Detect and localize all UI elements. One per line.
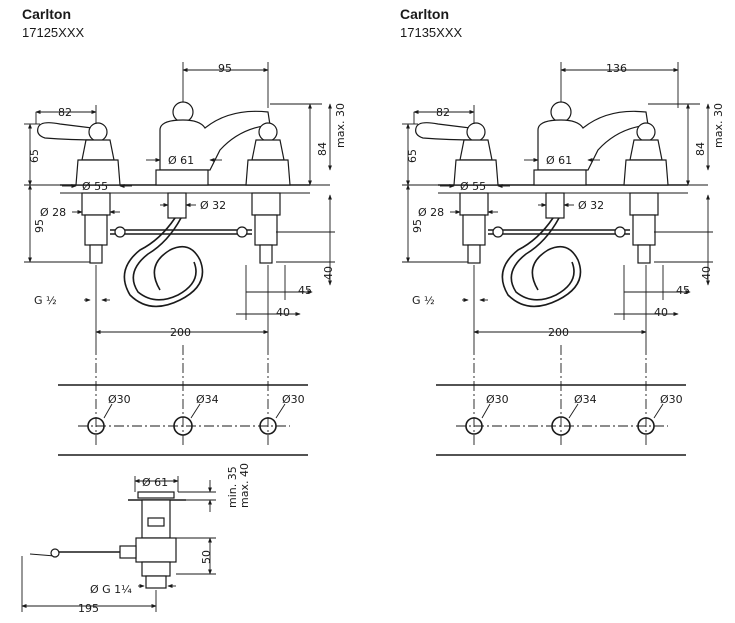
right-d55: Ø 55	[460, 180, 486, 193]
left-hole-1: Ø30	[108, 393, 131, 406]
left-thread: G ½	[34, 294, 57, 307]
left-max30: max. 30	[334, 103, 347, 148]
left-hole-2: Ø34	[196, 393, 219, 406]
right-h65: 65	[406, 149, 419, 163]
right-hole-1: Ø30	[486, 393, 509, 406]
left-spout-width-label: 95	[218, 62, 232, 75]
right-h95: 95	[411, 219, 424, 233]
right-spacing: 200	[548, 326, 569, 339]
drain-min35: min. 35	[226, 466, 239, 508]
right-w45: 45	[676, 284, 690, 297]
right-product-code: 17135XXX	[400, 25, 463, 40]
left-w40: 40	[276, 306, 290, 319]
left-d61: Ø 61	[168, 154, 194, 167]
left-d55: Ø 55	[82, 180, 108, 193]
right-h40: 40	[700, 266, 713, 280]
left-d32: Ø 32	[200, 199, 226, 212]
drain-max40: max. 40	[238, 463, 251, 508]
left-faucet-drawing	[24, 62, 335, 455]
left-h40: 40	[322, 266, 335, 280]
right-handle-dim: 82	[436, 106, 450, 119]
left-product-title: Carlton	[22, 6, 71, 22]
right-d32: Ø 32	[578, 199, 604, 212]
left-h65: 65	[28, 149, 41, 163]
right-hole-2: Ø34	[574, 393, 597, 406]
drain-thread: Ø G 1¼	[90, 583, 132, 596]
left-product-code: 17125XXX	[22, 25, 85, 40]
left-handle-dim: 82	[58, 106, 72, 119]
left-h95: 95	[33, 219, 46, 233]
right-d61: Ø 61	[546, 154, 572, 167]
drain-length: 195	[78, 602, 99, 615]
right-hole-3: Ø30	[660, 393, 683, 406]
right-thread: G ½	[412, 294, 435, 307]
right-h84: 84	[694, 142, 707, 156]
left-spacing: 200	[170, 326, 191, 339]
right-w40: 40	[654, 306, 668, 319]
left-dimension-labels: 95 82 65 95 Ø 61 Ø 55 Ø 28 Ø 32 84 max. …	[28, 62, 347, 406]
right-dimension-labels: 136 82 65 95 Ø 61 Ø 55 Ø 28 Ø 32 84 max.…	[406, 62, 725, 406]
right-d28: Ø 28	[418, 206, 444, 219]
right-spout-width-label: 136	[606, 62, 627, 75]
left-d28: Ø 28	[40, 206, 66, 219]
right-max30: max. 30	[712, 103, 725, 148]
drain-drawing: Ø 61 min. 35 max. 40 50 Ø G 1¼ 195	[21, 463, 251, 615]
left-w45: 45	[298, 284, 312, 297]
right-product-title: Carlton	[400, 6, 449, 22]
drain-d61: Ø 61	[142, 476, 168, 489]
left-hole-3: Ø30	[282, 393, 305, 406]
left-h84: 84	[316, 142, 329, 156]
right-faucet-drawing	[402, 62, 713, 455]
drain-h50: 50	[200, 550, 213, 564]
